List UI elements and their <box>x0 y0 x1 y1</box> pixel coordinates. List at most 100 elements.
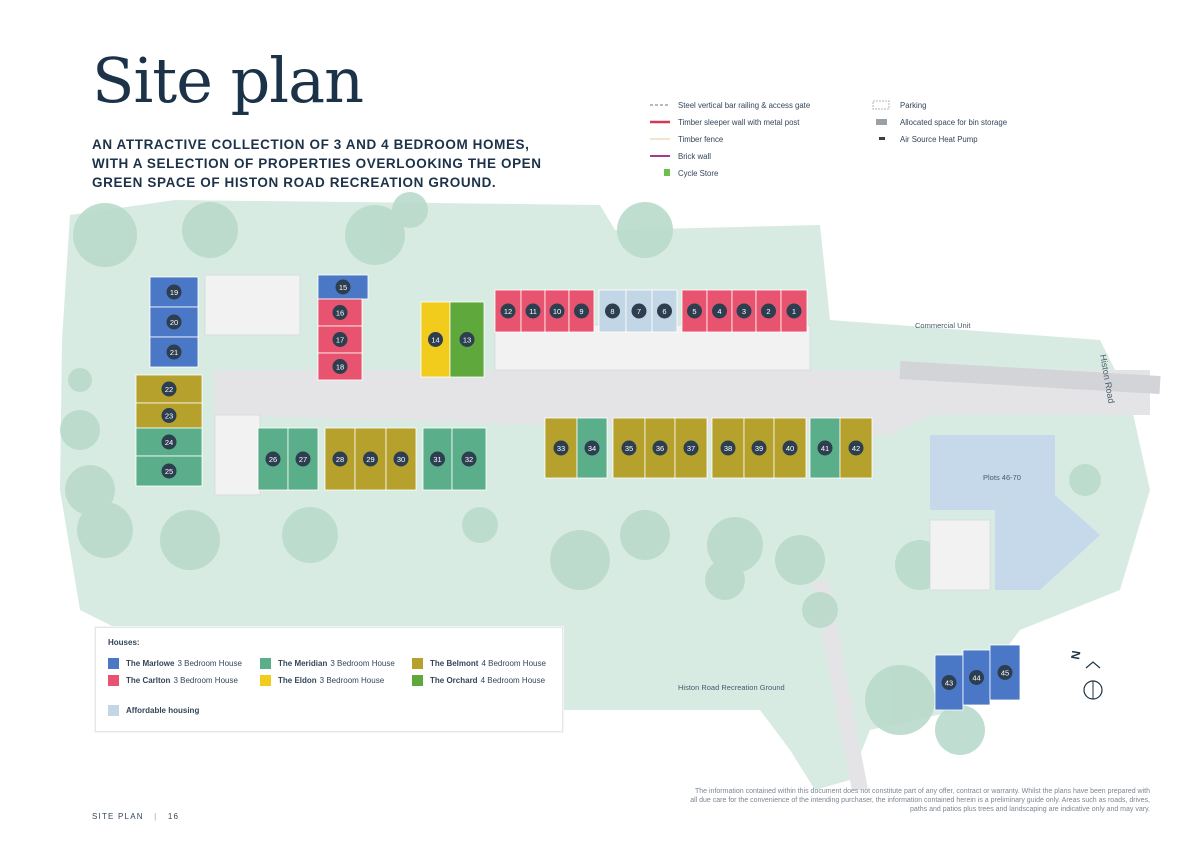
plot-15[interactable]: 15 <box>317 274 369 300</box>
plot-1[interactable]: 1 <box>780 289 808 333</box>
plot-number: 23 <box>165 412 173 421</box>
plot-37[interactable]: 37 <box>674 417 708 479</box>
plot-32[interactable]: 32 <box>451 427 487 491</box>
north-arrow-head-icon <box>1085 661 1101 669</box>
plot-45[interactable]: 45 <box>989 644 1021 701</box>
plot-22[interactable]: 22 <box>135 374 203 404</box>
legend-label: Steel vertical bar railing & access gate <box>678 100 811 110</box>
orchard-swatch <box>412 675 423 686</box>
plot-number: 40 <box>786 444 794 453</box>
plot-10[interactable]: 10 <box>544 289 570 333</box>
plot-number: 16 <box>336 309 344 318</box>
plot-11[interactable]: 11 <box>520 289 546 333</box>
map-legend: Steel vertical bar railing & access gate… <box>650 100 1090 190</box>
plot-23[interactable]: 23 <box>135 402 203 429</box>
plot-14[interactable]: 14 <box>420 301 451 378</box>
page-footer: SITE PLAN | 16 <box>92 812 179 821</box>
plot-number-badge <box>500 303 516 319</box>
plot-17[interactable]: 17 <box>317 325 363 354</box>
key-item-affordable: Affordable housing <box>108 705 202 716</box>
plot-number: 39 <box>755 444 763 453</box>
plot-9[interactable]: 9 <box>568 289 595 333</box>
plot-30[interactable]: 30 <box>385 427 417 491</box>
plot-12[interactable]: 12 <box>494 289 522 333</box>
plot-number: 13 <box>463 336 471 345</box>
plot-2[interactable]: 2 <box>755 289 782 333</box>
plot-33[interactable]: 33 <box>544 417 578 479</box>
plot-25[interactable]: 25 <box>135 455 203 487</box>
plot-43[interactable]: 43 <box>934 654 964 711</box>
plot-number-badge <box>166 284 182 300</box>
plot-number: 24 <box>165 438 173 447</box>
plot-number-badge <box>459 332 475 347</box>
plot-number-badge <box>265 451 281 467</box>
footer-page-number: 16 <box>167 812 180 821</box>
plot-31[interactable]: 31 <box>422 427 453 491</box>
plot-3[interactable]: 3 <box>731 289 757 333</box>
plot-number-badge <box>295 451 311 467</box>
plot-8[interactable]: 8 <box>598 289 627 333</box>
legend-label: Cycle Store <box>678 168 719 178</box>
plot-number: 38 <box>724 444 732 453</box>
plot-13[interactable]: 13 <box>449 301 485 378</box>
key-item-belmont: The Belmont 4 Bedroom House <box>412 658 546 669</box>
legend-item-brick-wall: Brick wall <box>650 151 711 161</box>
plot-40[interactable]: 40 <box>773 417 807 479</box>
key-desc: 3 Bedroom House <box>319 676 385 685</box>
plot-number-badge <box>461 451 477 467</box>
commercial-unit-label: Commercial Unit <box>915 321 971 330</box>
plot-number: 10 <box>553 307 561 316</box>
key-item-eldon: The Eldon 3 Bedroom House <box>260 675 384 686</box>
plot-26[interactable]: 26 <box>257 427 289 491</box>
plot-20[interactable]: 20 <box>149 306 199 338</box>
plot-24[interactable]: 24 <box>135 427 203 457</box>
key-item-marlowe: The Marlowe 3 Bedroom House <box>108 658 242 669</box>
plot-number-badge <box>997 665 1013 680</box>
plot-number-badge <box>549 303 565 319</box>
plot-number: 18 <box>336 363 344 372</box>
plot-number: 14 <box>431 336 439 345</box>
plot-number: 2 <box>766 307 770 316</box>
plot-28[interactable]: 28 <box>324 427 356 491</box>
plot-4[interactable]: 4 <box>706 289 733 333</box>
plot-38[interactable]: 38 <box>711 417 745 479</box>
plot-44[interactable]: 44 <box>962 649 991 706</box>
histon-road-surface <box>899 361 1161 394</box>
plot-19[interactable]: 19 <box>149 276 199 308</box>
plot-35[interactable]: 35 <box>612 417 646 479</box>
plot-41[interactable]: 41 <box>809 417 841 479</box>
key-item-meridian: The Meridian 3 Bedroom House <box>260 658 395 669</box>
plot-number: 42 <box>852 444 860 453</box>
plot-29[interactable]: 29 <box>354 427 387 491</box>
legend-item-parking: Parking <box>872 100 926 110</box>
key-desc: 4 Bedroom House <box>480 676 546 685</box>
plot-number: 5 <box>692 307 696 316</box>
plot-16[interactable]: 16 <box>317 298 363 327</box>
parking-icon <box>872 100 892 110</box>
plot-21[interactable]: 21 <box>149 336 199 368</box>
plot-number: 9 <box>579 307 583 316</box>
page-title: Site plan <box>92 44 364 117</box>
plot-number: 28 <box>336 455 344 464</box>
key-desc: 3 Bedroom House <box>330 659 395 668</box>
legend-label: Timber sleeper wall with metal post <box>678 117 800 127</box>
plot-shape <box>317 352 363 381</box>
plots-46-70-block <box>930 435 1100 590</box>
plot-number-badge <box>166 314 182 330</box>
plot-18[interactable]: 18 <box>317 352 363 381</box>
plot-number-badge <box>363 451 378 467</box>
plot-number-badge <box>428 332 443 347</box>
plot-number: 26 <box>269 455 277 464</box>
plot-42[interactable]: 42 <box>839 417 873 479</box>
plot-6[interactable]: 6 <box>651 289 678 333</box>
plot-36[interactable]: 36 <box>644 417 676 479</box>
plot-39[interactable]: 39 <box>743 417 775 479</box>
plot-27[interactable]: 27 <box>287 427 319 491</box>
meridian-swatch <box>260 658 271 669</box>
key-item-orchard: The Orchard 4 Bedroom House <box>412 675 545 686</box>
plot-34[interactable]: 34 <box>576 417 608 479</box>
plot-5[interactable]: 5 <box>681 289 708 333</box>
plot-number: 33 <box>557 444 565 453</box>
plot-number: 20 <box>170 318 178 327</box>
plot-7[interactable]: 7 <box>625 289 653 333</box>
